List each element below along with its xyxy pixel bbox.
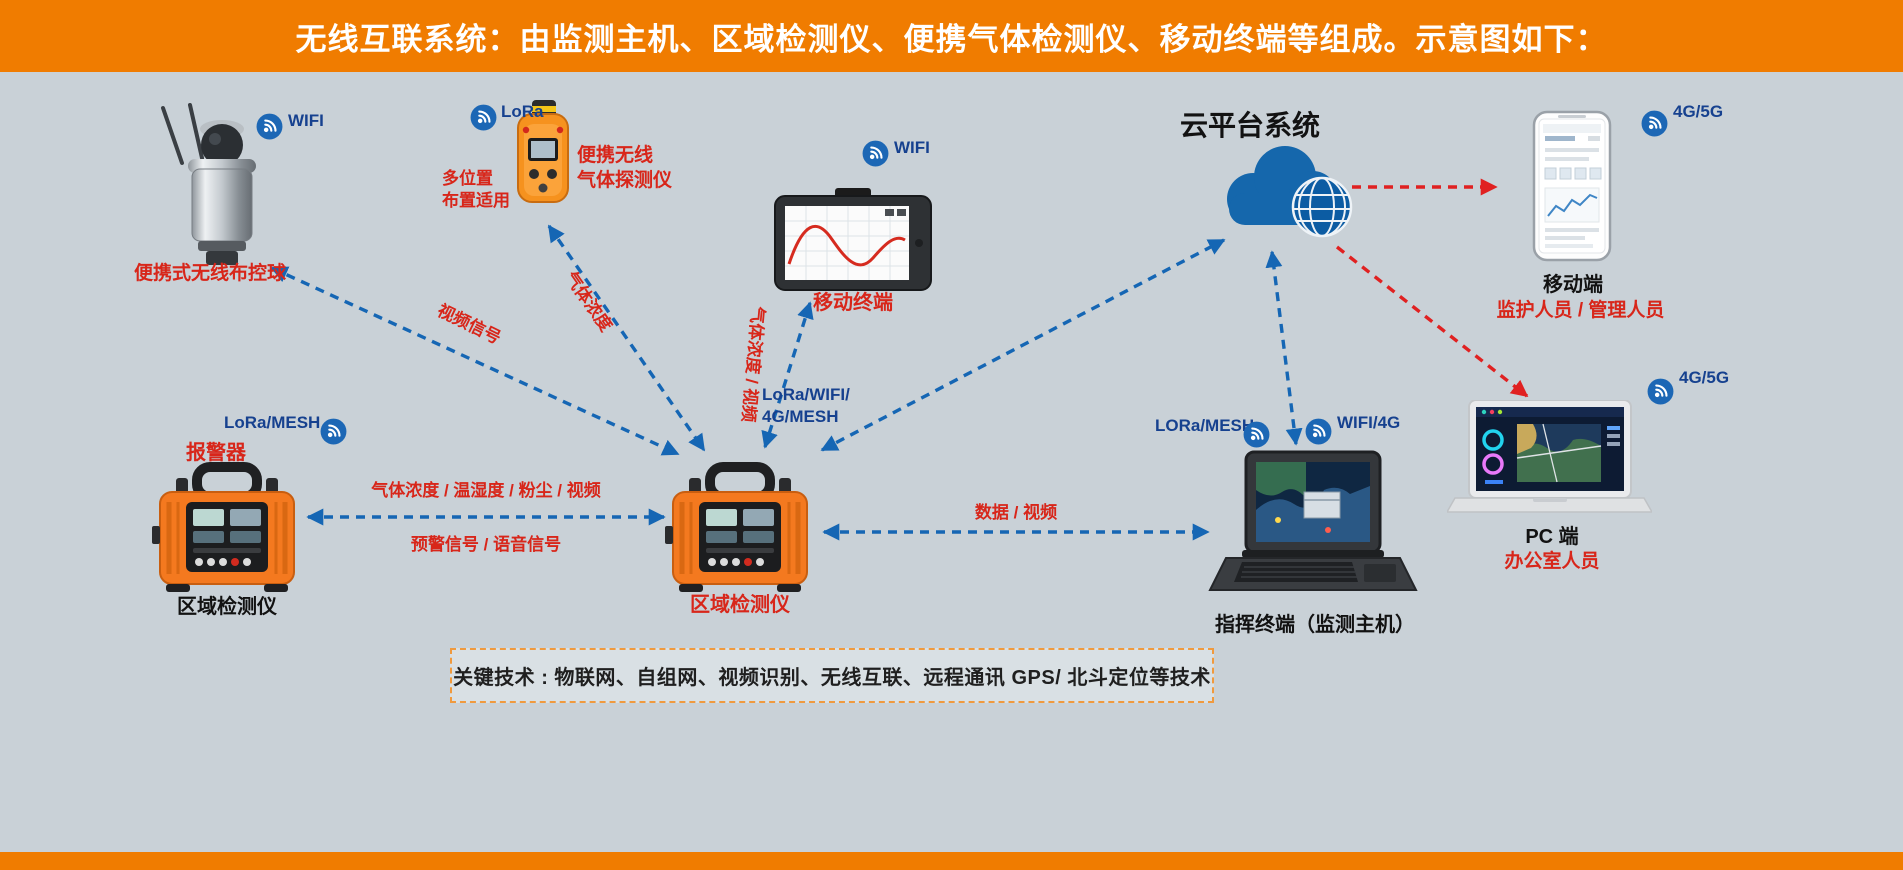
wifi-signal-icon [256, 113, 283, 140]
area-detector-illustration [665, 462, 815, 594]
alarm-name-label: 报警器 [186, 442, 246, 464]
gas-signal-label: LoRa [501, 102, 544, 121]
tablet-signal-label: WIFI [894, 138, 930, 157]
edge-mesh-label: LoRa/WIFI/ 4G/MESH [762, 385, 850, 427]
ball-camera-illustration [161, 103, 256, 265]
key-tech-text: 关键技术 : 物联网、自组网、视频识别、无线互联、远程通讯 GPS/ 北斗定位等… [453, 667, 1211, 689]
pc-name-label: PC 端 [1525, 526, 1579, 548]
cloud-icon [1227, 146, 1353, 238]
gas-note-label: 多位置 布置适用 [442, 169, 510, 211]
lora-mesh-signal-icon [1243, 421, 1270, 448]
bottom-strip [0, 852, 1903, 870]
banner-title: 无线互联系统：由监测主机、区域检测仪、便携气体检测仪、移动终端等组成。示意图如下… [295, 21, 1608, 57]
command-signal-right-label: WIFI/4G [1337, 413, 1401, 432]
4g5g-signal-icon [1647, 378, 1674, 405]
command-terminal-illustration [1208, 450, 1418, 591]
cloud-title: 云平台系统 [1179, 110, 1320, 141]
alarm-type-label: 区域检测仪 [177, 596, 277, 618]
alarm-signal-label: LoRa/MESH [224, 413, 321, 432]
ball-signal-label: WIFI [288, 111, 324, 130]
smartphone-illustration [1532, 110, 1612, 262]
edge-warning-label: 预警信号 / 语音信号 [410, 535, 562, 554]
pc-people-label: 办公室人员 [1504, 551, 1600, 572]
edge-sensors-label: 气体浓度 / 温湿度 / 粉尘 / 视频 [371, 481, 601, 500]
antenna-icon [161, 106, 184, 165]
edge-data-video-label: 数据 / 视频 [974, 503, 1058, 522]
alarm-device-illustration [152, 462, 302, 594]
phone-people-label: 监护人员 / 管理人员 [1496, 300, 1665, 321]
phone-name-label: 移动端 [1543, 274, 1603, 296]
antenna-icon [188, 103, 204, 160]
4g5g-signal-icon [1641, 110, 1668, 137]
tablet-name-label: 移动终端 [813, 292, 893, 314]
link-command-cloud [1265, 250, 1303, 446]
wifi-4g-signal-icon [1305, 418, 1332, 445]
phone-signal-label: 4G/5G [1673, 102, 1724, 121]
lora-mesh-signal-icon [320, 418, 347, 445]
detector-name-label: 区域检测仪 [690, 594, 790, 616]
link-gasdetector-detector [547, 224, 706, 452]
chart-curve-icon [787, 224, 906, 267]
globe-icon [1291, 176, 1353, 238]
edge-video-label: 视频信号 [434, 300, 504, 348]
title-banner: 无线互联系统：由监测主机、区域检测仪、便携气体检测仪、移动终端等组成。示意图如下… [0, 0, 1903, 72]
lora-signal-icon [470, 104, 497, 131]
gas-name-label: 便携无线 气体探测仪 [577, 145, 673, 191]
pc-signal-label: 4G/5G [1679, 368, 1730, 387]
edge-gas-label: 气体浓度 [561, 268, 616, 335]
command-signal-left-label: LORa/MESH [1155, 416, 1255, 435]
wifi-signal-icon [862, 140, 889, 167]
tablet-illustration [774, 188, 932, 291]
gas-detector-illustration [517, 100, 569, 203]
key-tech-box: 关键技术 : 物联网、自组网、视频识别、无线互联、远程通讯 GPS/ 北斗定位等… [450, 648, 1214, 703]
ball-name-label: 便携式无线布控球 [133, 263, 286, 284]
command-name-label: 指挥终端（监测主机） [1215, 614, 1415, 636]
pc-laptop-illustration [1447, 400, 1652, 513]
